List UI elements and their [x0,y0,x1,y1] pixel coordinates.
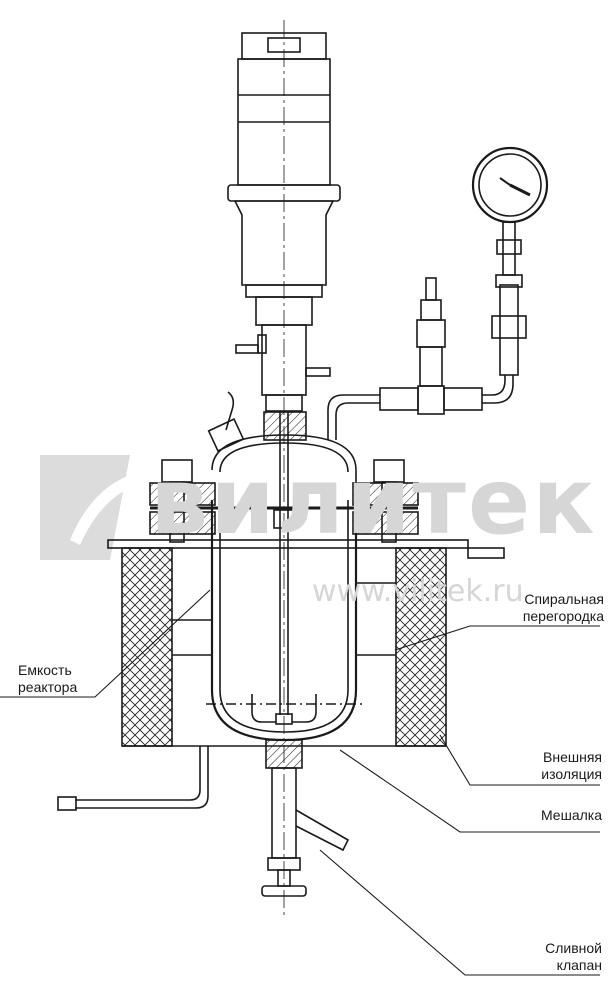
pipe-fittings [379,277,514,415]
external-insulation [107,539,505,747]
top-pipe [207,391,380,452]
bottom-inlet-pipe [57,746,209,811]
label-external-insulation: Внешняя изоляция [541,749,602,782]
watermark-site: www.vilitek.ru [312,574,524,609]
pressure-gauge-icon [471,146,549,224]
label-spiral-baffle: Спиральная перегородка [522,591,604,624]
drain-valve [261,739,350,897]
watermark-logo-icon [40,455,180,560]
stirrer [251,411,317,725]
label-stirrer: Мешалка [540,807,602,823]
vessel-flange [149,459,419,543]
needle-valve [491,221,527,376]
label-reactor-vessel: Емкость реактора [18,662,78,695]
leader-lines [0,589,600,976]
watermark-brand: вилитек [150,448,597,555]
label-drain-valve: Сливной клапан [545,940,602,973]
